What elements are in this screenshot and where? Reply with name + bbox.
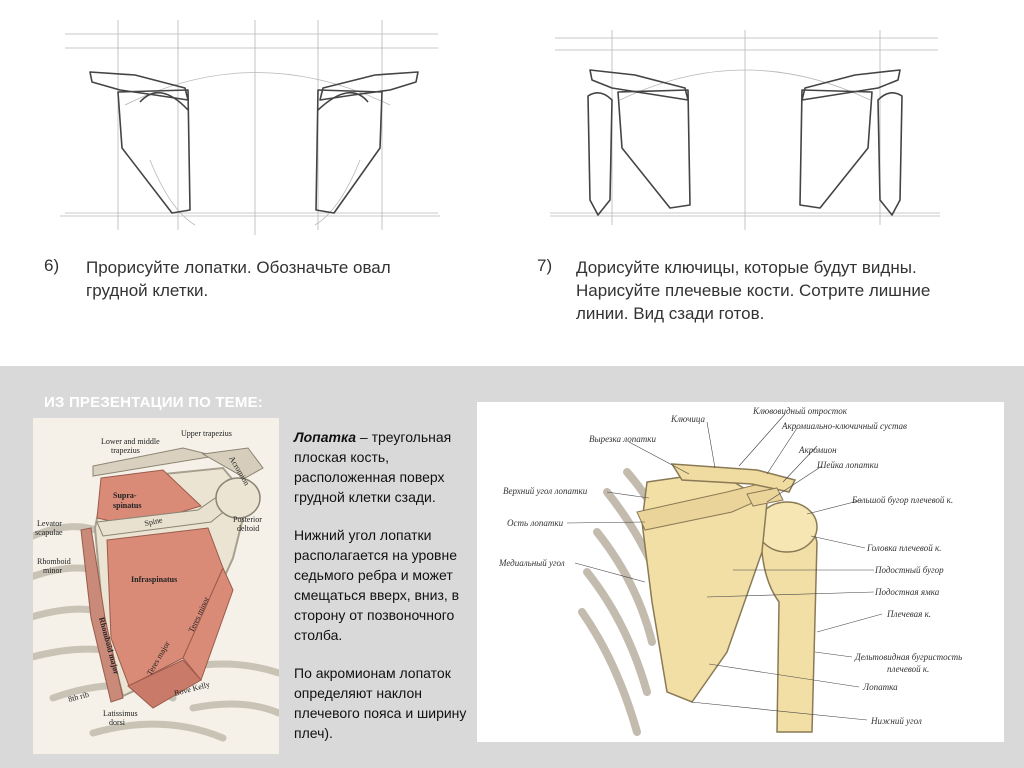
label-infraspinatus: Infraspinatus (131, 575, 177, 584)
label-upper-angle: Верхний угол лопатки (503, 486, 588, 496)
label-spine-ru: Ость лопатки (507, 518, 564, 528)
step-6-number: 6) (44, 256, 60, 275)
label-humerus: Плечевая к. (886, 609, 931, 619)
label-scapula: Лопатка (862, 682, 898, 692)
label-rhomboid-minor-2: minor (43, 566, 62, 575)
step-6-text: Прорисуйте лопатки. Обозначьте овал груд… (86, 256, 466, 302)
label-rhomboid-minor-1: Rhomboid (37, 557, 71, 566)
label-medial-angle: Медиальный угол (498, 558, 565, 568)
label-levator-scapulae-1: Levator (37, 519, 62, 528)
label-deltoid-tuberosity-2: плечевой к. (887, 664, 929, 674)
description-paragraph-2: Нижний угол лопатки располагается на уро… (294, 527, 460, 643)
label-neck: Шейка лопатки (816, 460, 879, 470)
label-acromion-ru: Акромион (798, 445, 837, 455)
step-6-line-2: грудной клетки. (86, 281, 209, 300)
label-upper-trapezius: Upper trapezius (181, 429, 232, 438)
step-7-line-1: Дорисуйте ключицы, которые будут видны. (576, 258, 917, 277)
description-definition: – треугольная плоская кость, расположенн… (294, 429, 452, 505)
label-lower-middle-trapezius-1: Lower and middle (101, 437, 160, 446)
related-section-title: ИЗ ПРЕЗЕНТАЦИИ ПО ТЕМЕ: (44, 394, 263, 411)
step-7-line-2: Нарисуйте плечевые кости. Сотрите лишние (576, 281, 931, 300)
sketch-step-7 (550, 30, 940, 230)
scapula-description: Лопатка – треугольная плоская кость, рас… (294, 427, 474, 761)
bone-diagram-labels: Ключица Клювовидный отросток Акромиально… (498, 406, 962, 726)
label-inferior-angle: Нижний угол (870, 716, 922, 726)
label-spine: Spine (144, 515, 164, 528)
label-posterior-deltoid-2: deltoid (237, 524, 259, 533)
label-subspinous-fossa: Подостная ямка (874, 587, 940, 597)
label-supraspinatus-1: Supra- (113, 491, 137, 500)
label-coracoid: Клювовидный отросток (752, 406, 848, 416)
label-supraspinatus-2: spinatus (113, 501, 141, 510)
muscle-diagram: Upper trapezius Lower and middle trapezi… (24, 418, 283, 754)
label-notch: Вырезка лопатки (589, 434, 656, 444)
step-7-text: Дорисуйте ключицы, которые будут видны. … (576, 256, 976, 325)
description-paragraph-3: По акромионам лопаток определяют наклон … (294, 665, 467, 741)
label-head: Головка плечевой к. (866, 543, 941, 553)
label-infraspinous: Подостный бугор (874, 565, 944, 575)
label-clavicle: Ключица (670, 414, 706, 424)
scapula-bone (641, 471, 768, 703)
label-latissimus-dorsi-2: dorsi (109, 718, 126, 727)
description-term: Лопатка (294, 429, 357, 445)
step-7-line-3: линии. Вид сзади готов. (576, 304, 765, 323)
step-7-number: 7) (537, 256, 553, 275)
label-posterior-deltoid-1: Posterior (233, 515, 262, 524)
sketch-step-6 (60, 20, 440, 235)
clavicle-bone (670, 463, 797, 493)
description-paragraph-1: Лопатка – треугольная плоская кость, рас… (294, 427, 474, 507)
label-ac-joint: Акромиально-ключичный сустав (781, 421, 907, 431)
label-greater-tubercle: Большой бугор плечевой к. (851, 495, 953, 505)
label-latissimus-dorsi-1: Latissimus (103, 709, 138, 718)
label-levator-scapulae-2: scapulae (35, 528, 63, 537)
label-lower-middle-trapezius-2: trapezius (111, 446, 140, 455)
label-deltoid-tuberosity-1: Дельтовидная бугристость (854, 652, 962, 662)
bone-diagram: Ключица Клювовидный отросток Акромиально… (477, 402, 1004, 742)
step-6-line-1: Прорисуйте лопатки. Обозначьте овал (86, 258, 391, 277)
